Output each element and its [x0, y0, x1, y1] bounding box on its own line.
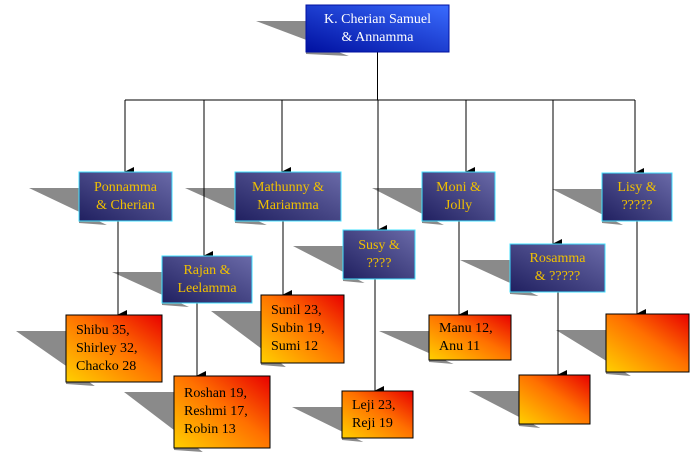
root-node: [305, 4, 450, 53]
couple-node-moni: [421, 171, 496, 222]
couple-node-lisy-label: Lisy & ?????: [617, 180, 657, 213]
couple-node-rosamma-label: Rosamma & ?????: [529, 251, 586, 284]
couple-node-susy: [342, 229, 416, 280]
couple-node-ponnamma-label: Ponnamma & Cherian: [94, 179, 157, 213]
couple-node-lisy: [601, 172, 673, 222]
children-node-ponnamma: [65, 314, 163, 383]
root-node-label: K. Cherian Samuel & Annamma: [324, 11, 431, 45]
children-node-rosamma: [518, 374, 591, 425]
children-node-moni: [428, 314, 512, 361]
couple-node-mathunny-label: Mathunny & Mariamma: [252, 179, 324, 213]
couple-node-ponnamma: [78, 171, 173, 222]
couple-node-rosamma: [509, 243, 606, 293]
couple-node-ponnamma-shadow: [29, 188, 107, 225]
couple-node-rajan-label: Rajan & Leelamma: [177, 262, 237, 296]
couple-node-susy-shadow: [293, 246, 365, 283]
children-node-susy-label: Leji 23, Reji 19: [352, 397, 396, 431]
children-node-moni-label: Manu 12, Anu 11: [439, 320, 493, 354]
children-node-ponnamma-label: Shibu 35, Shirley 32, Chacko 28: [76, 322, 138, 374]
children-node-lisy-shadow: [556, 330, 631, 376]
couple-node-susy-label: Susy & ????: [358, 237, 400, 271]
children-node-mathunny: [260, 294, 345, 364]
children-node-lisy: [605, 313, 690, 373]
children-node-lisy-label: [606, 314, 689, 372]
children-node-moni-shadow: [379, 331, 454, 364]
children-node-rajan-label: Roshan 19, Reshmi 17, Robin 13: [184, 386, 248, 437]
children-node-ponnamma-shadow: [16, 331, 95, 386]
children-node-rosamma-label: [519, 375, 590, 424]
couple-node-rajan: [161, 255, 253, 304]
children-node-mathunny-label: Sunil 23, Subin 19, Sumi 12: [271, 303, 325, 354]
couple-node-moni-label: Moni & Jolly: [436, 179, 481, 213]
children-node-rajan: [173, 375, 271, 449]
children-node-susy: [341, 390, 414, 439]
couple-node-mathunny: [234, 171, 342, 222]
